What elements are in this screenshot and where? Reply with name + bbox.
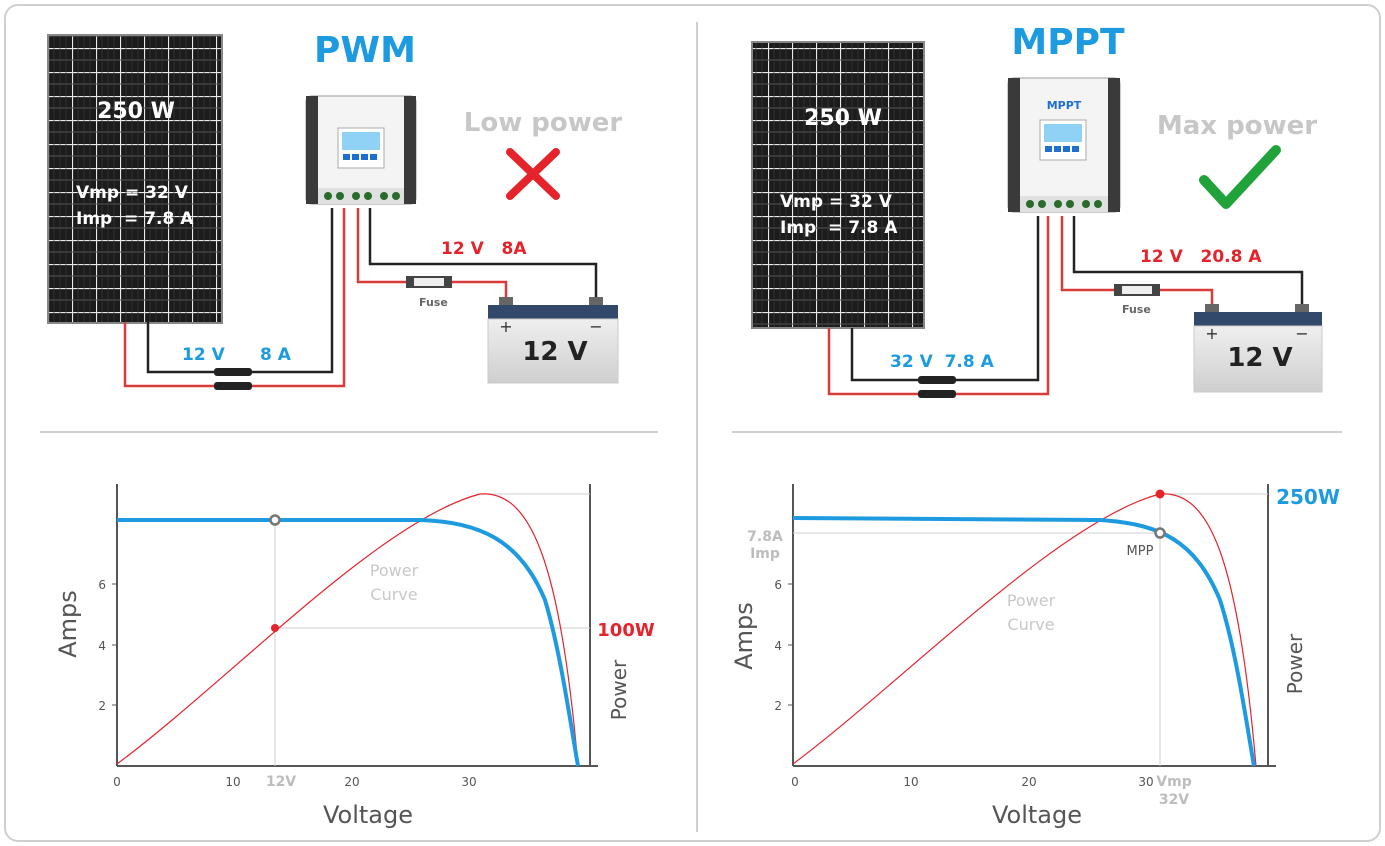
pwm-12v-label: 12V (266, 774, 296, 790)
pwm-x-tick: 30 (461, 775, 476, 789)
pwm-curve-label-1: Power (370, 561, 419, 580)
mppt-curve-label-2: Curve (1007, 615, 1054, 634)
outer-frame (4, 4, 1381, 842)
pwm-title: PWM (314, 30, 416, 71)
pwm-status-label: Low power (464, 108, 623, 138)
mppt-battery-voltage: 12 V (1227, 343, 1292, 373)
pwm-panel-imp: Imp = 7.8 A (76, 209, 194, 229)
pwm-y-tick: 4 (98, 639, 106, 653)
pwm-operating-point (269, 514, 281, 526)
pwm-battery: + − 12 V (487, 297, 619, 384)
pwm-battery-wire-label: 12 V 8A (441, 239, 527, 259)
mppt-battery-minus: − (1295, 324, 1308, 343)
mppt-title: MPPT (1011, 22, 1125, 63)
pwm-panel-current-label: 8 A (260, 345, 292, 365)
mppt-battery-wire-label: 12 V 20.8 A (1140, 247, 1262, 267)
pwm-power-value: 100W (597, 620, 655, 641)
mppt-charge-controller: MPPT (1007, 77, 1121, 213)
pwm-section: PWM 250 W Vmp = 32 V Imp = 7.8 A (47, 30, 623, 390)
mppt-fuse-label: Fuse (1122, 303, 1151, 316)
cross-icon (506, 148, 560, 200)
mppt-battery-wires (1060, 216, 1304, 308)
mppt-y-axis-label: Amps (730, 602, 758, 670)
mppt-panel-watts: 250 W (804, 106, 882, 131)
pwm-y-ticks: 6 4 2 (98, 578, 117, 713)
mppt-x-axis-label: Voltage (992, 801, 1082, 829)
mppt-x-tick: 10 (903, 775, 918, 789)
mppt-solar-panel: 250 W Vmp = 32 V Imp = 7.8 A (751, 41, 925, 329)
pwm-y-axis-label: Amps (54, 590, 82, 658)
pwm-iv-curve (117, 518, 580, 767)
pwm-power-point (271, 624, 279, 632)
pwm-battery-wires (356, 208, 598, 302)
mppt-x-tick: 30 (1138, 775, 1153, 789)
pwm-panel-vmp: Vmp = 32 V (76, 183, 189, 203)
pwm-x-axis-label: Voltage (323, 801, 413, 829)
mppt-iv-chart: 6 4 2 7.8A Imp 0 10 20 30 Vmp 32V MPP Po… (730, 484, 1340, 829)
pwm-panel-voltage-label: 12 V (182, 345, 226, 365)
pwm-battery-voltage: 12 V (522, 337, 587, 367)
mppt-panel-imp: Imp = 7.8 A (780, 218, 898, 238)
mppt-imp-label-2: Imp (750, 546, 780, 562)
mppt-panel-vmp: Vmp = 32 V (780, 192, 893, 212)
check-icon (1199, 145, 1281, 209)
pwm-x-tick: 10 (225, 775, 240, 789)
pwm-x-ticks: 0 10 20 30 12V (113, 774, 476, 790)
pwm-panel-wires (123, 208, 346, 390)
mppt-power-axis-label: Power (1283, 633, 1307, 694)
pwm-battery-minus: − (589, 317, 602, 336)
mppt-y-ticks: 6 4 2 7.8A Imp (747, 529, 793, 713)
mppt-power-curve (792, 493, 1257, 767)
pwm-curve-label-2: Curve (370, 585, 417, 604)
mppt-curve-label-1: Power (1007, 591, 1056, 610)
pwm-panel-watts: 250 W (97, 99, 175, 124)
mppt-x-tick: 0 (791, 775, 799, 789)
pwm-iv-chart: 6 4 2 0 10 20 30 12V Power Curve 100W Po… (54, 484, 655, 829)
pwm-fuse-label: Fuse (419, 296, 448, 309)
mppt-controller-label: MPPT (1047, 99, 1082, 112)
mppt-mpp-point (1154, 527, 1166, 539)
mppt-power-value: 250W (1276, 485, 1340, 509)
mppt-mpp-label: MPP (1127, 544, 1154, 559)
pwm-solar-panel: 250 W Vmp = 32 V Imp = 7.8 A (47, 34, 223, 324)
mppt-y-tick: 2 (774, 699, 782, 713)
pwm-x-tick: 20 (344, 775, 359, 789)
mppt-iv-curve (792, 516, 1256, 767)
mppt-max-power-point (1155, 489, 1165, 499)
pwm-y-tick: 6 (98, 578, 106, 592)
mppt-panel-wire-label: 32 V 7.8 A (890, 352, 995, 372)
mppt-y-tick: 4 (774, 639, 782, 653)
pwm-y-tick: 2 (98, 699, 106, 713)
pwm-x-tick: 0 (113, 775, 121, 789)
mppt-y-tick: 6 (774, 578, 782, 592)
mppt-battery: + − 12 V (1193, 304, 1323, 393)
pwm-battery-plus: + (499, 317, 512, 336)
mppt-x-tick: 20 (1021, 775, 1036, 789)
mppt-section: MPPT 250 W Vmp = 32 V Imp = 7.8 A MPPT (751, 22, 1323, 398)
mppt-imp-label-1: 7.8A (747, 529, 783, 545)
pwm-power-axis-label: Power (607, 659, 631, 720)
pwm-power-curve (116, 493, 579, 767)
mppt-vmp-label-1: Vmp (1156, 774, 1191, 790)
mppt-battery-plus: + (1205, 324, 1218, 343)
mppt-x-ticks: 0 10 20 30 Vmp 32V (791, 774, 1192, 808)
mppt-panel-wires (827, 216, 1050, 398)
mppt-vmp-label-2: 32V (1159, 792, 1189, 808)
pwm-charge-controller (305, 95, 417, 205)
mppt-status-label: Max power (1157, 111, 1317, 141)
